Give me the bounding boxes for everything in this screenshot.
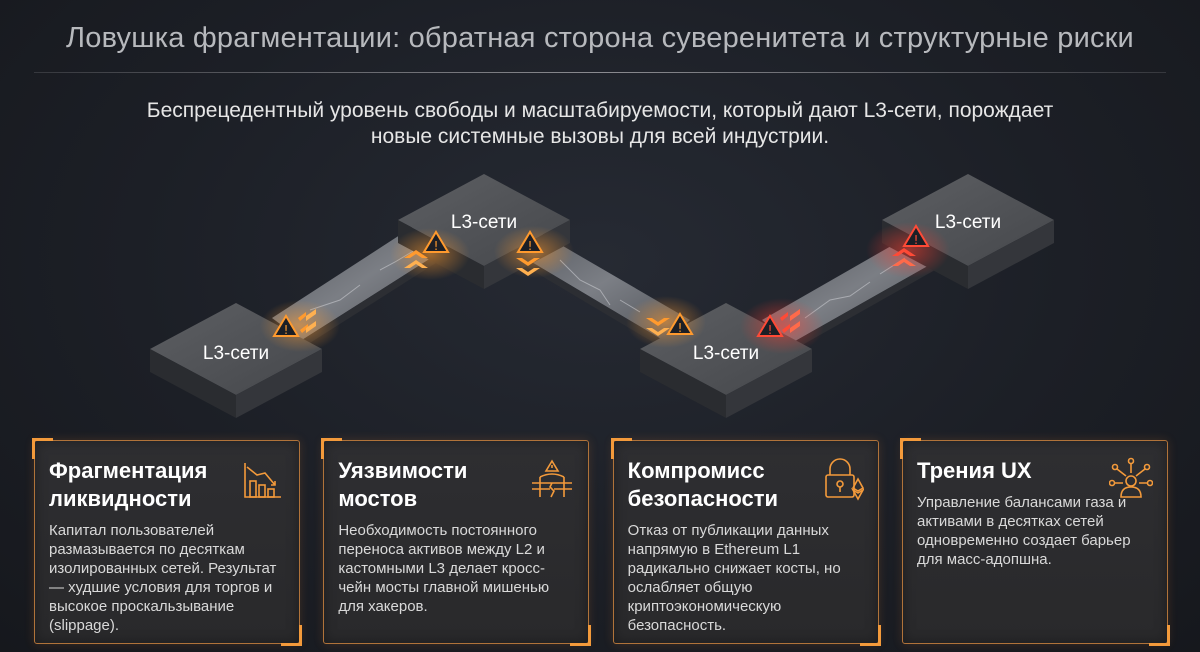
card-text: Управление балансами газа и активами в д…	[916, 494, 1131, 568]
card-title: Трения UX	[916, 458, 1032, 483]
subtitle: Беспрецедентный уровень свободы и масшта…	[0, 98, 1200, 150]
node-label: L3-сети	[451, 212, 517, 233]
card-security-compromise: Компромисс безопасности Отказ от публика…	[610, 438, 881, 646]
warning-marker-1: !	[260, 300, 340, 352]
card-bridge-vulnerabilities: Уязвимости мостов Необходимость постоянн…	[321, 438, 592, 646]
subtitle-line-2: новые системные вызовы для всей индустри…	[370, 125, 830, 148]
card-text: Капитал пользователей размазывается по д…	[49, 522, 277, 634]
warning-triangle-icon: !	[516, 230, 544, 253]
warning-triangle-icon: !	[902, 224, 930, 247]
node-label: L3-сети	[693, 343, 759, 364]
card-text: Необходимость постоянного переноса актив…	[338, 522, 550, 615]
broken-bridge-warning-icon	[532, 459, 573, 498]
card-text: Отказ от публикации данных напрямую в Et…	[627, 522, 841, 634]
svg-text:!: !	[528, 239, 533, 253]
svg-text:!: !	[284, 323, 289, 337]
card-title: Компромисс безопасности	[627, 458, 779, 511]
svg-text:!: !	[914, 233, 919, 247]
svg-text:!: !	[768, 323, 773, 337]
risk-cards: Фрагментация ликвидности Капитал пользов…	[32, 438, 1170, 646]
card-title: Фрагментация ликвидности	[49, 458, 208, 511]
warning-triangle-icon: !	[422, 230, 450, 253]
card-title: Уязвимости мостов	[338, 458, 468, 511]
card-liquidity-fragmentation: Фрагментация ликвидности Капитал пользов…	[32, 438, 302, 646]
declining-chart-icon	[244, 463, 281, 498]
warning-triangle-icon: !	[756, 314, 784, 337]
warning-marker-4: !	[626, 296, 706, 348]
node-label: L3-сети	[935, 212, 1001, 233]
title-divider	[34, 72, 1166, 73]
card-ux-friction: Трения UX Управление балансами газа и ак…	[899, 438, 1170, 646]
warning-marker-2: !	[390, 228, 470, 280]
svg-text:!: !	[678, 321, 683, 335]
padlock-ethereum-icon	[824, 458, 864, 501]
svg-text:!: !	[434, 239, 439, 253]
warning-marker-3: !	[494, 226, 574, 278]
node-label: L3-сети	[203, 343, 269, 364]
subtitle-line-1: Беспрецедентный уровень свободы и масшта…	[146, 99, 1054, 122]
page-title: Ловушка фрагментации: обратная сторона с…	[66, 22, 1134, 54]
warning-marker-6: !	[866, 222, 950, 278]
warning-triangle-icon: !	[272, 314, 300, 337]
warning-triangle-icon: !	[666, 312, 694, 335]
warning-marker-5: !	[740, 298, 824, 354]
user-network-icon	[1108, 457, 1153, 498]
network-diagram: L3-сети L3-сети L3-сети L3-сети ! !	[150, 174, 1054, 418]
